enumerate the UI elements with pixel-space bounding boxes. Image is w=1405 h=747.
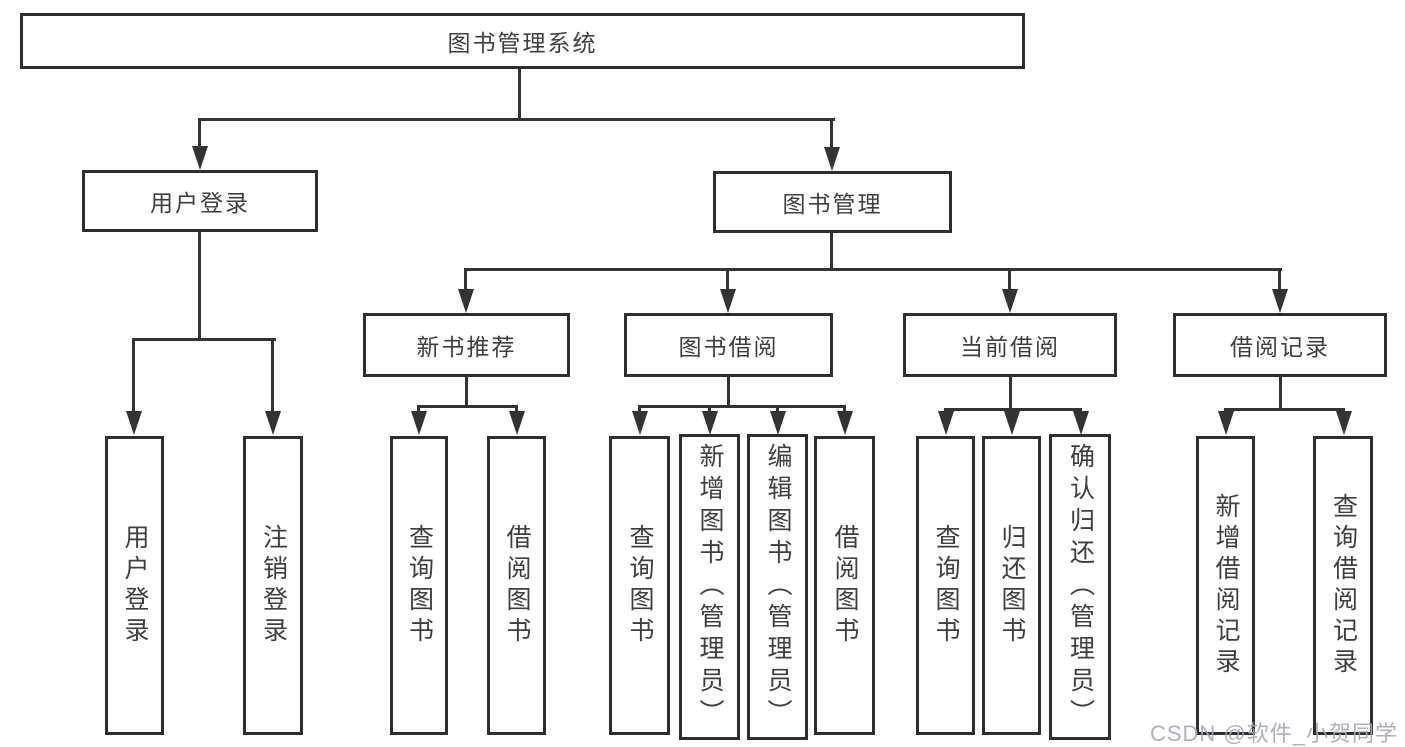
leaf-logout-label: 注销登录	[259, 523, 288, 648]
leaf-borrow-edit-admin: 编辑图书（管理员）	[747, 434, 808, 740]
node-book-borrow: 图书借阅	[624, 313, 833, 377]
leaf-records-add: 新增借阅记录	[1196, 436, 1255, 735]
arrowhead-newbook	[458, 289, 474, 313]
arrowhead-bookborrow-leaf4	[837, 411, 853, 435]
connector-newbook-leaf1-stub	[417, 405, 420, 415]
leaf-borrow-query-label: 查询图书	[626, 523, 654, 648]
node-root-label: 图书管理系统	[447, 30, 598, 56]
leaf-newbook-query: 查询图书	[390, 436, 448, 735]
leaf-logout: 注销登录	[243, 436, 303, 735]
leaf-borrow-book: 借阅图书	[814, 436, 875, 735]
arrowhead-userlogin-leaf2	[265, 411, 281, 435]
node-root: 图书管理系统	[20, 13, 1025, 69]
node-current-borrow: 当前借阅	[903, 313, 1117, 377]
connector-bookmgmt-vertical	[830, 233, 833, 268]
arrowhead-currentborrow-leaf3	[1073, 411, 1089, 435]
leaf-borrow-add-admin-label: 新增图书（管理员）	[696, 443, 724, 731]
arrowhead-userlogin	[192, 146, 208, 170]
leaf-current-confirm-admin: 确认归还（管理员）	[1049, 434, 1111, 740]
connector-borrowrecords-stub	[1278, 268, 1281, 292]
connector-bookborrow-leaf3-stub	[776, 405, 779, 415]
arrowhead-currentborrow-leaf1	[938, 411, 954, 435]
connector-userlogin-leaf1-stub	[132, 338, 135, 414]
connector-currentborrow-horizontal	[945, 408, 1082, 411]
leaf-newbook-query-label: 查询图书	[405, 523, 434, 648]
connector-bookborrow-leaf4-stub	[843, 405, 846, 415]
leaf-borrow-add-admin: 新增图书（管理员）	[679, 434, 740, 740]
connector-bookborrow-vertical	[727, 377, 730, 407]
arrowhead-currentborrow	[1002, 289, 1018, 313]
leaf-records-query: 查询借阅记录	[1313, 436, 1373, 735]
leaf-user-login: 用户登录	[105, 436, 164, 735]
leaf-records-add-label: 新增借阅记录	[1212, 492, 1240, 679]
leaf-borrow-book-label: 借阅图书	[831, 523, 859, 648]
connector-newbook-stub	[464, 268, 467, 292]
node-new-book-label: 新书推荐	[416, 334, 517, 360]
connector-bookborrow-leaf1-stub	[638, 405, 641, 415]
connector-borrowrecords-vertical	[1279, 377, 1282, 410]
connector-root-vertical	[518, 68, 521, 118]
connector-userlogin-leaf2-stub	[271, 338, 274, 414]
node-user-login: 用户登录	[82, 170, 318, 232]
arrowhead-bookborrow-leaf3	[770, 411, 786, 435]
leaf-current-query: 查询图书	[916, 436, 975, 735]
connector-userlogin-stub	[198, 118, 201, 150]
connector-bookmgmt-stub	[830, 118, 833, 150]
node-book-mgmt-label: 图书管理	[782, 191, 883, 217]
leaf-records-query-label: 查询借阅记录	[1329, 492, 1358, 679]
arrowhead-newbook-leaf1	[411, 411, 427, 435]
arrowhead-currentborrow-leaf2	[1004, 411, 1020, 435]
connector-userlogin-vertical	[198, 232, 201, 338]
connector-newbook-horizontal	[418, 405, 518, 408]
leaf-current-confirm-admin-label: 确认归还（管理员）	[1066, 443, 1095, 731]
arrowhead-userlogin-leaf1	[126, 411, 142, 435]
leaf-current-return: 归还图书	[982, 436, 1041, 735]
connector-bookborrow-stub	[726, 268, 729, 292]
connector-currentborrow-vertical	[1009, 377, 1012, 410]
arrowhead-bookborrow-leaf2	[702, 411, 718, 435]
connector-newbook-leaf2-stub	[515, 405, 518, 415]
arrowhead-bookborrow	[720, 289, 736, 313]
leaf-newbook-borrow-label: 借阅图书	[503, 523, 531, 648]
leaf-current-query-label: 查询图书	[932, 523, 960, 648]
arrowhead-borrowrecords	[1272, 289, 1288, 313]
node-book-borrow-label: 图书借阅	[678, 334, 779, 360]
leaf-newbook-borrow: 借阅图书	[487, 436, 546, 735]
leaf-borrow-query: 查询图书	[609, 436, 670, 735]
node-current-borrow-label: 当前借阅	[960, 334, 1060, 360]
arrowhead-bookmgmt	[824, 147, 840, 171]
leaf-borrow-edit-admin-label: 编辑图书（管理员）	[764, 443, 792, 731]
node-borrow-records-label: 借阅记录	[1230, 334, 1330, 360]
node-book-mgmt: 图书管理	[713, 171, 952, 233]
csdn-watermark: CSDN @软件_小贺同学	[1149, 721, 1398, 746]
connector-currentborrow-stub	[1008, 268, 1011, 292]
connector-bookborrow-leaf2-stub	[708, 405, 711, 415]
node-borrow-records: 借阅记录	[1173, 313, 1387, 377]
node-user-login-label: 用户登录	[150, 190, 250, 216]
connector-borrowrecords-horizontal	[1224, 408, 1345, 411]
connector-newbook-vertical	[465, 376, 468, 407]
connector-bookborrow-horizontal	[638, 405, 846, 408]
arrowhead-newbook-leaf2	[509, 411, 525, 435]
leaf-current-return-label: 归还图书	[998, 523, 1026, 648]
arrowhead-bookborrow-leaf1	[632, 411, 648, 435]
connector-level2-horizontal	[199, 118, 835, 121]
arrowhead-borrowrecords-leaf2	[1336, 411, 1352, 435]
connector-userlogin-horizontal	[132, 338, 276, 341]
leaf-user-login-label: 用户登录	[121, 523, 149, 648]
arrowhead-borrowrecords-leaf1	[1218, 411, 1234, 435]
node-new-book: 新书推荐	[363, 313, 570, 377]
connector-level3-horizontal	[465, 268, 1282, 271]
